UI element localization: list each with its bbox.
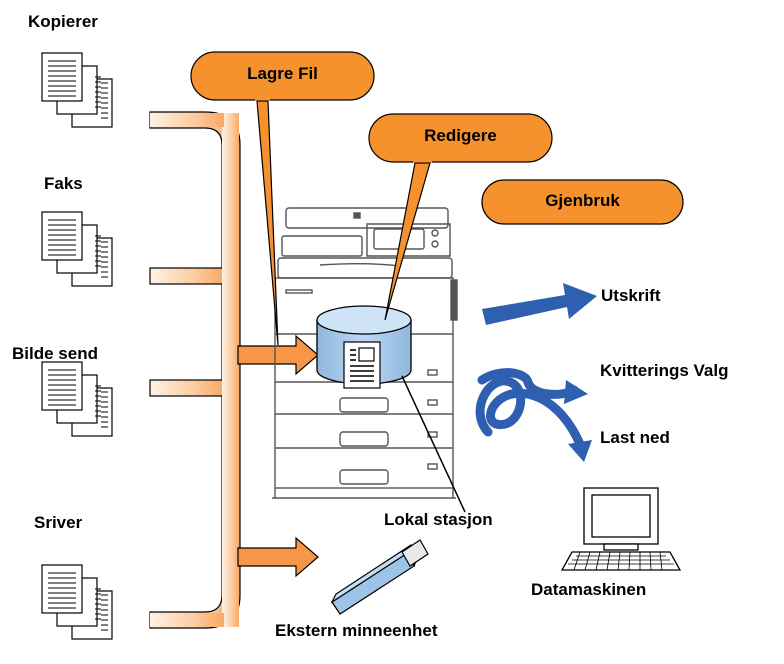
callout-save-label: Lagre Fil [247,64,318,83]
source-label-printer: Sriver [34,513,83,532]
external-storage-label: Ekstern minneenhet [275,621,438,640]
document-stack-icon [41,52,113,128]
download-arrow [475,376,592,462]
flow-arrow-local [237,334,319,376]
output-label-print: Utskrift [601,286,661,305]
printer-outline [272,207,458,499]
receipt-arrow [477,368,588,404]
source-label-fax: Faks [44,174,83,193]
flow-arrow-usb [237,536,319,578]
output-label-download: Last ned [600,428,670,447]
document-stack-icon [41,564,113,640]
callout-edit [368,113,553,321]
print-arrow [482,283,597,325]
output-label-receipt: Kvitterings Valg [600,361,729,380]
computer-icon [560,487,682,571]
document-stack-icon [41,211,113,287]
callout-save [190,51,375,346]
usb-drive-icon [330,539,429,615]
source-label-image-send: Bilde send [12,344,98,363]
callout-reuse [481,179,684,225]
source-label-copier: Kopierer [28,12,98,31]
callout-reuse-label: Gjenbruk [545,191,620,210]
local-drive-label: Lokal stasjon [384,510,493,529]
leader-line [401,375,466,513]
local-drive-cylinder [316,305,412,389]
callout-edit-label: Redigere [424,126,497,145]
document-stack-icon [41,361,113,437]
computer-label: Datamaskinen [531,580,647,599]
